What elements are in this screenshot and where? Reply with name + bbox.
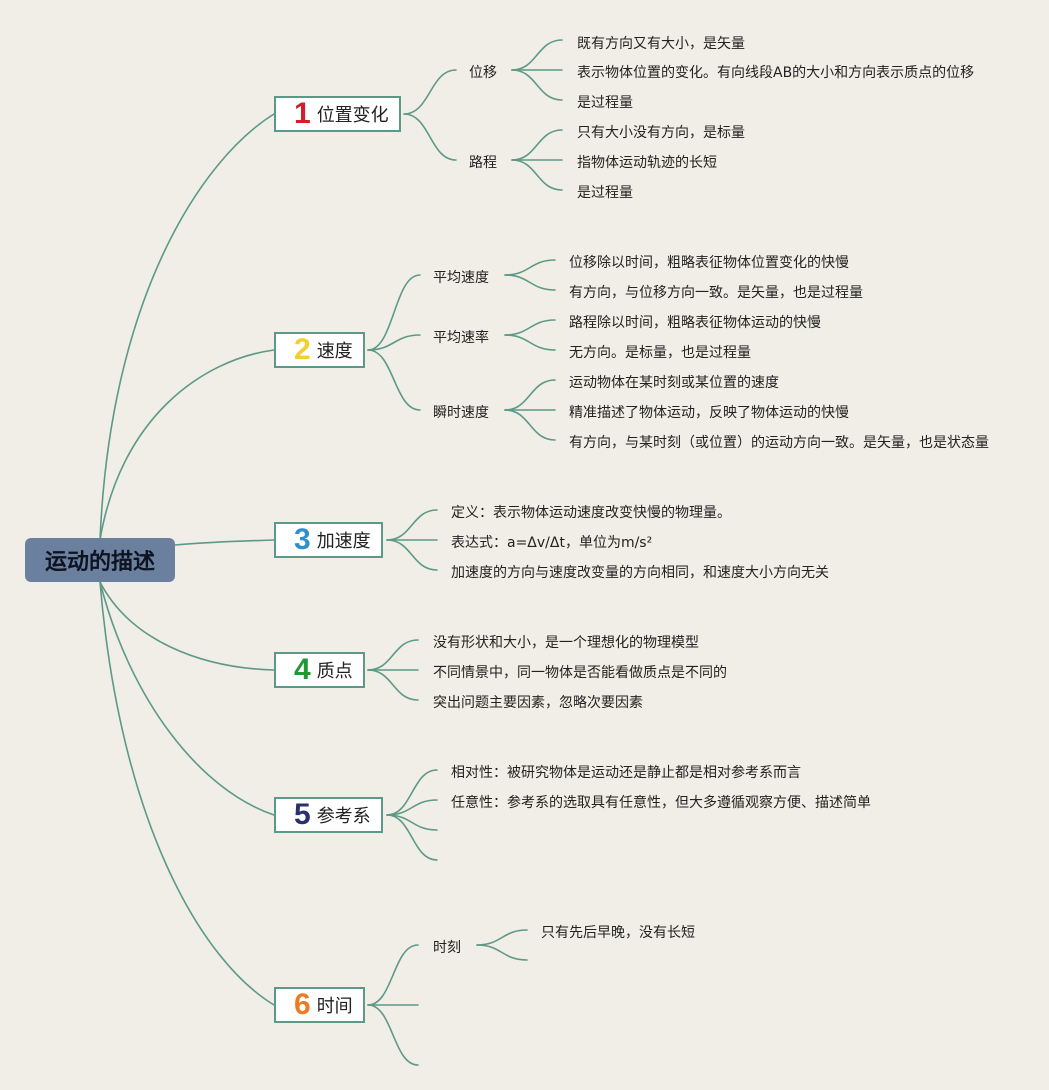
connector-line [504, 334, 556, 351]
connector-line [367, 274, 421, 351]
topic-number: 5 [294, 798, 311, 831]
connector-line [511, 129, 563, 161]
topic-number: 3 [294, 523, 311, 556]
connector-line [504, 319, 556, 336]
root-node[interactable]: 运动的描述 [25, 538, 175, 582]
topic-label: 质点 [316, 661, 353, 682]
leaf-text[interactable]: 指物体运动轨迹的长短 [577, 155, 717, 171]
connector-line [504, 259, 556, 276]
leaf-text[interactable]: 没有形状和大小，是一个理想化的物理模型 [433, 635, 699, 651]
leaf-text[interactable]: 加速度的方向与速度改变量的方向相同，和速度大小方向无关 [451, 565, 829, 581]
connector-line [403, 113, 457, 161]
connector-line [99, 113, 275, 541]
connector-line [99, 581, 275, 671]
topic-label: 速度 [316, 341, 353, 362]
connector-line [386, 769, 438, 816]
subtopic-average-velocity[interactable]: 平均速度 [433, 270, 489, 286]
leaf-text[interactable]: 只有大小没有方向，是标量 [577, 125, 745, 141]
connector-line [99, 581, 275, 816]
connector-line [511, 39, 563, 71]
subtopic-displacement[interactable]: 位移 [469, 65, 497, 81]
leaf-text[interactable]: 精准描述了物体运动，反映了物体运动的快慢 [569, 405, 849, 421]
leaf-text[interactable]: 定义：表示物体运动速度改变快慢的物理量。 [451, 505, 731, 521]
connector-line [386, 509, 438, 541]
topic-particle[interactable]: 4 质点 [274, 652, 365, 688]
connector-line [367, 349, 421, 411]
connector-line [511, 69, 563, 101]
subtopic-moment[interactable]: 时刻 [433, 940, 461, 956]
connector-line [99, 581, 275, 1006]
topic-number: 6 [294, 988, 311, 1021]
connector-line [386, 814, 438, 861]
connector-line [367, 334, 421, 351]
leaf-text[interactable]: 是过程量 [577, 95, 633, 111]
leaf-text[interactable]: 相对性：被研究物体是运动还是静止都是相对参考系而言 [451, 765, 801, 781]
connector-line [504, 379, 556, 411]
topic-position-change[interactable]: 1 位置变化 [274, 96, 401, 132]
connector-line [386, 539, 438, 571]
subtopic-instantaneous-velocity[interactable]: 瞬时速度 [433, 405, 489, 421]
topic-velocity[interactable]: 2 速度 [274, 332, 365, 368]
connector-line [367, 669, 419, 701]
connector-line [367, 944, 419, 1006]
leaf-text[interactable]: 有方向，与位移方向一致。是矢量，也是过程量 [569, 285, 863, 301]
topic-label: 加速度 [316, 531, 371, 552]
topic-label: 位置变化 [316, 105, 389, 126]
leaf-text[interactable]: 位移除以时间，粗略表征物体位置变化的快慢 [569, 255, 849, 271]
topic-time[interactable]: 6 时间 [274, 987, 365, 1023]
topic-acceleration[interactable]: 3 加速度 [274, 522, 383, 558]
leaf-text[interactable]: 突出问题主要因素，忽略次要因素 [433, 695, 643, 711]
topic-label: 参考系 [316, 806, 371, 827]
topic-number: 1 [294, 97, 311, 130]
leaf-text[interactable]: 是过程量 [577, 185, 633, 201]
topic-reference-frame[interactable]: 5 参考系 [274, 797, 383, 833]
connector-line [174, 539, 275, 546]
leaf-text[interactable]: 不同情景中，同一物体是否能看做质点是不同的 [433, 665, 727, 681]
leaf-text[interactable]: 表示物体位置的变化。有向线段AB的大小和方向表示质点的位移 [577, 65, 975, 81]
topic-number: 2 [294, 333, 311, 366]
leaf-text[interactable]: 表达式：a=Δv/Δt，单位为m/s² [451, 535, 653, 551]
connector-line [504, 274, 556, 291]
connector-line [99, 349, 275, 541]
subtopic-path-length[interactable]: 路程 [469, 155, 497, 171]
leaf-text[interactable]: 只有先后早晚，没有长短 [541, 925, 695, 941]
leaf-text[interactable]: 有方向，与某时刻（或位置）的运动方向一致。是矢量，也是状态量 [569, 435, 989, 451]
topic-number: 4 [294, 653, 311, 686]
topic-label: 时间 [316, 996, 353, 1017]
connector-line [403, 69, 457, 115]
connector-line [367, 1004, 419, 1066]
connector-line [367, 639, 419, 671]
subtopic-average-speed[interactable]: 平均速率 [433, 330, 489, 346]
leaf-text[interactable]: 运动物体在某时刻或某位置的速度 [569, 375, 779, 391]
leaf-text[interactable]: 既有方向又有大小，是矢量 [577, 36, 745, 52]
leaf-text[interactable]: 路程除以时间，粗略表征物体运动的快慢 [569, 315, 821, 331]
connector-line [476, 944, 528, 961]
leaf-text[interactable]: 无方向。是标量，也是过程量 [569, 345, 751, 361]
leaf-text[interactable]: 任意性：参考系的选取具有任意性，但大多遵循观察方便、描述简单 [451, 795, 871, 811]
connector-line [504, 409, 556, 441]
connector-line [476, 929, 528, 946]
connector-line [511, 159, 563, 191]
